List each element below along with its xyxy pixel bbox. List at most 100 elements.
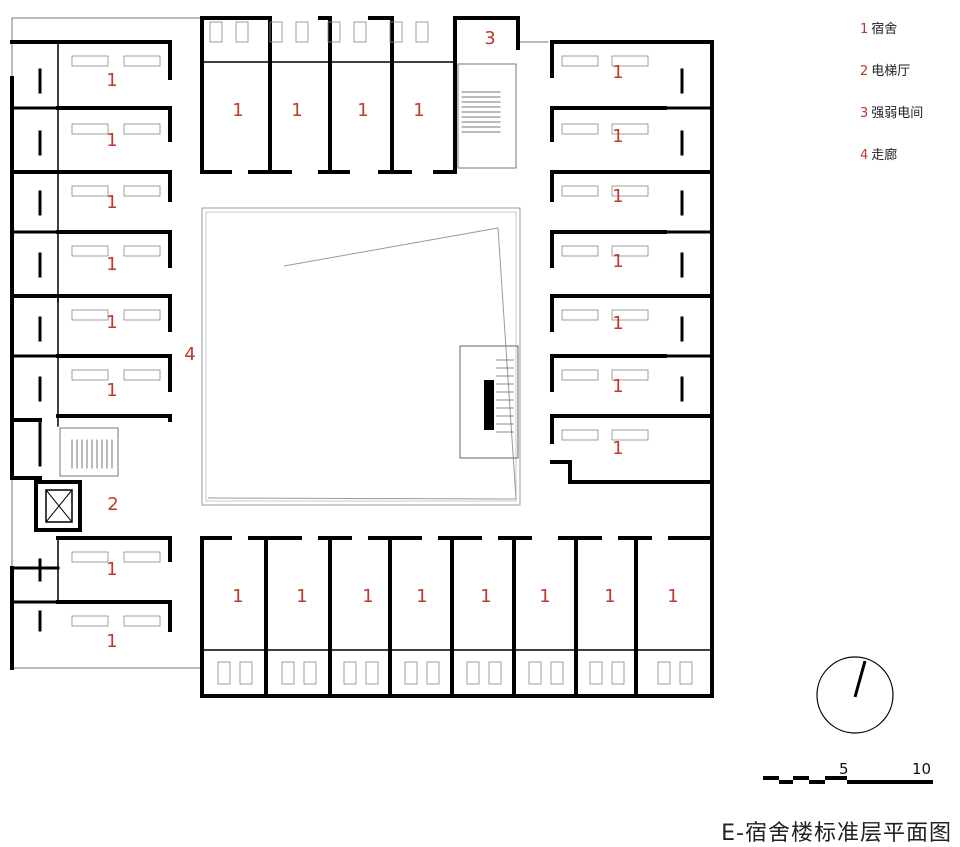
legend-number: 3 — [860, 106, 869, 121]
fixture — [561, 429, 599, 441]
fixture — [550, 661, 564, 685]
legend-number: 1 — [860, 22, 869, 37]
fixture — [71, 55, 109, 67]
fixture — [611, 661, 625, 685]
legend-number: 2 — [860, 64, 869, 79]
room-label-dorm: 1 — [296, 586, 307, 607]
room-label-dorm: 1 — [413, 100, 424, 121]
room-label-dorm: 1 — [106, 192, 117, 213]
fixture — [71, 123, 109, 135]
fixture — [71, 551, 109, 563]
room-label-dorm: 1 — [291, 100, 302, 121]
fixture — [611, 55, 649, 67]
room-label-dorm: 1 — [667, 586, 678, 607]
fixture — [123, 551, 161, 563]
fixtures — [71, 21, 693, 685]
fixture — [611, 309, 649, 321]
fixture — [269, 21, 283, 43]
fixture — [611, 369, 649, 381]
fixture — [123, 615, 161, 627]
room-label-dorm: 1 — [232, 100, 243, 121]
legend-label: 走廊 — [871, 148, 898, 163]
room-label-dorm: 1 — [106, 312, 117, 333]
room-label-dorm: 1 — [106, 70, 117, 91]
room-label-corridor: 4 — [184, 344, 195, 365]
room-label-dorm: 1 — [539, 586, 550, 607]
fixture — [123, 369, 161, 381]
drawing-title: E-宿舍楼标准层平面图 — [721, 821, 952, 846]
fixture — [611, 429, 649, 441]
room-label-dorm: 1 — [612, 376, 623, 397]
building-walls — [10, 16, 714, 698]
fixture — [415, 21, 429, 43]
fixture — [488, 661, 502, 685]
room-label-dorm: 1 — [106, 559, 117, 580]
fixture — [71, 185, 109, 197]
fixture — [295, 21, 309, 43]
fixture — [343, 661, 357, 685]
room-label-dorm: 1 — [612, 126, 623, 147]
fixture — [217, 661, 231, 685]
north-arrow-icon — [816, 656, 894, 734]
fixture — [281, 661, 295, 685]
room-label-dorm: 1 — [612, 251, 623, 272]
room-label-dorm: 1 — [357, 100, 368, 121]
room-label-dorm: 1 — [106, 130, 117, 151]
fixture — [123, 55, 161, 67]
room-label-dorm: 1 — [106, 631, 117, 652]
fixture — [327, 21, 341, 43]
fixture — [389, 21, 403, 43]
room-label-dorm: 1 — [604, 586, 615, 607]
fixture — [466, 661, 480, 685]
fixture — [528, 661, 542, 685]
courtyard-stair — [459, 345, 519, 459]
scale-bar — [763, 776, 933, 784]
fixture — [611, 245, 649, 257]
fixture — [235, 21, 249, 43]
fixture — [561, 185, 599, 197]
fixture — [71, 309, 109, 321]
room-label-electrical-room: 3 — [484, 28, 495, 49]
room-label-dorm: 1 — [362, 586, 373, 607]
stair-outline — [59, 427, 119, 477]
room-label-dorm: 1 — [612, 62, 623, 83]
legend-label: 宿舍 — [871, 22, 898, 37]
fixture — [589, 661, 603, 685]
fixture — [561, 55, 599, 67]
legend-number: 4 — [860, 148, 869, 163]
scale-mid-label: 5 — [839, 760, 849, 778]
fixture — [123, 185, 161, 197]
north-stair — [457, 63, 517, 169]
fixture — [561, 309, 599, 321]
legend-label: 强弱电间 — [871, 106, 924, 121]
room-label-dorm: 1 — [612, 438, 623, 459]
fixture — [123, 245, 161, 257]
fixture — [303, 661, 317, 685]
fixture — [679, 661, 693, 685]
fixture — [561, 245, 599, 257]
fixture — [71, 615, 109, 627]
fixture — [561, 123, 599, 135]
elevator-cross — [45, 489, 73, 523]
room-label-dorm: 1 — [612, 313, 623, 334]
fixture — [71, 245, 109, 257]
fixture — [426, 661, 440, 685]
legend-label: 电梯厅 — [871, 64, 911, 79]
fixture — [657, 661, 671, 685]
fixture — [611, 123, 649, 135]
fixture — [209, 21, 223, 43]
elevator-car — [45, 489, 73, 523]
fixture — [353, 21, 367, 43]
room-label-dorm: 1 — [612, 186, 623, 207]
room-label-dorm: 1 — [106, 254, 117, 275]
room-label-dorm: 1 — [232, 586, 243, 607]
fixture — [123, 309, 161, 321]
room-label-dorm: 1 — [106, 380, 117, 401]
